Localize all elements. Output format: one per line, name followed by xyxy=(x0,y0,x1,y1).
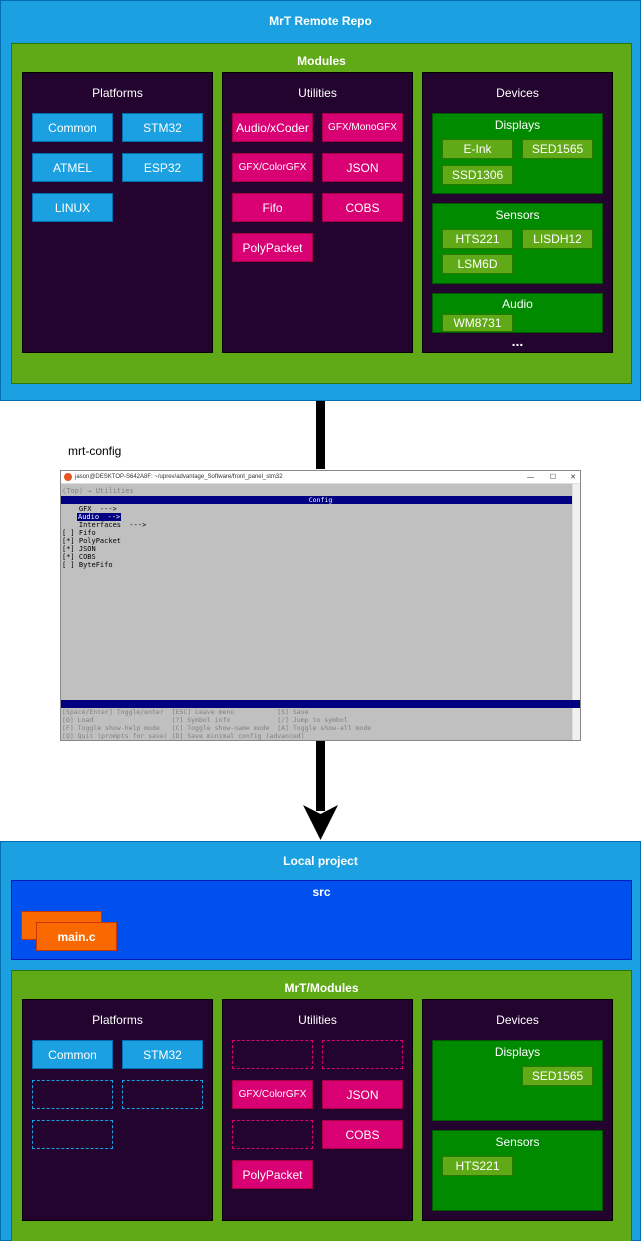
local-utility-polypacket: PolyPacket xyxy=(232,1160,313,1189)
terminal-menu-json[interactable]: [*] JSON xyxy=(62,545,96,553)
remote-platforms-title: Platforms xyxy=(92,86,143,100)
terminal-titlebar: jason@DESKTOP-S642A8F: ~/uprev/advantage… xyxy=(61,471,580,484)
local-device-sed1565: SED1565 xyxy=(522,1066,593,1086)
local-platform-placeholder-2 xyxy=(122,1080,203,1109)
terminal-title: jason@DESKTOP-S642A8F: ~/uprev/advantage… xyxy=(75,474,283,480)
device-hts221: HTS221 xyxy=(442,229,513,249)
local-platforms-title: Platforms xyxy=(92,1013,143,1027)
local-utility-placeholder-1 xyxy=(232,1040,313,1069)
utility-fifo: Fifo xyxy=(232,193,313,222)
device-sed1565: SED1565 xyxy=(522,139,593,159)
terminal-menu-bytefifo[interactable]: [ ] ByteFifo xyxy=(62,561,113,569)
remote-modules-container: Modules Platforms Common STM32 ATMEL ESP… xyxy=(11,43,632,384)
tool-label: mrt-config xyxy=(68,444,122,458)
flow-arrow-shaft-top xyxy=(316,401,325,469)
terminal-menu-polypacket[interactable]: [*] PolyPacket xyxy=(62,537,122,545)
local-utility-json: JSON xyxy=(322,1080,403,1109)
local-displays-title: Displays xyxy=(494,1045,541,1059)
terminal-footer-bar xyxy=(61,700,580,708)
terminal-ubuntu-icon xyxy=(64,473,72,481)
remote-repo-container: MrT Remote Repo Modules Platforms Common… xyxy=(0,0,641,401)
local-utility-placeholder-2 xyxy=(322,1040,403,1069)
utility-json: JSON xyxy=(322,153,403,182)
flow-arrow-shaft-bottom xyxy=(316,741,325,811)
mrt-config-terminal[interactable]: jason@DESKTOP-S642A8F: ~/uprev/advantage… xyxy=(60,470,581,741)
local-project-title: Local project xyxy=(283,854,358,868)
remote-audio-title: Audio xyxy=(502,297,533,311)
remote-sensors-title: Sensors xyxy=(495,208,540,222)
device-ssd1306: SSD1306 xyxy=(442,165,513,185)
remote-sensors-group: Sensors HTS221 LISDH12 LSM6D xyxy=(432,203,603,284)
platform-stm32: STM32 xyxy=(122,113,203,142)
local-modules-title: MrT/Modules xyxy=(284,981,359,995)
remote-displays-group: Displays E-Ink SED1565 SSD1306 xyxy=(432,113,603,194)
terminal-menu-gfx[interactable]: GFX ---> xyxy=(62,505,117,513)
remote-devices-panel: Devices Displays E-Ink SED1565 SSD1306 S… xyxy=(422,72,613,353)
device-e-ink: E-Ink xyxy=(442,139,513,159)
platform-atmel: ATMEL xyxy=(32,153,113,182)
device-wm8731: WM8731 xyxy=(442,314,513,332)
remote-repo-title: MrT Remote Repo xyxy=(269,14,372,28)
utility-gfx-colorgfx: GFX/ColorGFX xyxy=(232,153,313,182)
terminal-help-line-4: [Q] Quit (prompts for save) [D] Save min… xyxy=(62,732,305,740)
terminal-menu-fifo[interactable]: [ ] Fifo xyxy=(62,529,96,537)
local-utility-placeholder-3 xyxy=(232,1120,313,1149)
src-container: src main.c xyxy=(11,880,632,960)
remote-utilities-panel: Utilities Audio/xCoder GFX/MonoGFX GFX/C… xyxy=(222,72,413,353)
utility-gfx-monogfx: GFX/MonoGFX xyxy=(322,113,403,142)
device-lisdh12: LISDH12 xyxy=(522,229,593,249)
local-utilities-title: Utilities xyxy=(298,1013,337,1027)
platform-linux: LINUX xyxy=(32,193,113,222)
local-sensors-title: Sensors xyxy=(495,1135,540,1149)
terminal-close-icon[interactable]: ✕ xyxy=(570,474,576,481)
terminal-help-line-2: [O] Load [?] Symbol info [/] Jump to sym… xyxy=(62,716,348,724)
local-displays-group: Displays SED1565 xyxy=(432,1040,603,1121)
local-utility-gfx-colorgfx: GFX/ColorGFX xyxy=(232,1080,313,1109)
device-lsm6d: LSM6D xyxy=(442,254,513,274)
local-device-hts221: HTS221 xyxy=(442,1156,513,1176)
local-utility-cobs: COBS xyxy=(322,1120,403,1149)
terminal-path: (Top) → Utilities xyxy=(62,487,134,495)
terminal-scrollbar[interactable] xyxy=(572,484,580,740)
terminal-menu-interfaces[interactable]: Interfaces ---> xyxy=(62,521,147,529)
terminal-help-line-1: [Space/Enter] Toggle/enter [ESC] Leave m… xyxy=(62,708,309,716)
utility-audio-xcoder: Audio/xCoder xyxy=(232,113,313,142)
file-main-c[interactable]: main.c xyxy=(36,922,117,951)
remote-audio-group: Audio WM8731 xyxy=(432,293,603,333)
local-platforms-panel: Platforms Common STM32 xyxy=(22,999,213,1221)
terminal-help-line-3: [F] Toggle show-help mode [C] Toggle sho… xyxy=(62,724,372,732)
terminal-minimize-icon[interactable]: — xyxy=(527,473,534,481)
terminal-menu-audio[interactable]: Audio --> xyxy=(77,513,122,521)
local-platform-common: Common xyxy=(32,1040,113,1069)
local-utilities-panel: Utilities GFX/ColorGFX JSON COBS PolyPac… xyxy=(222,999,413,1221)
platform-esp32: ESP32 xyxy=(122,153,203,182)
local-modules-container: MrT/Modules Platforms Common STM32 Utili… xyxy=(11,970,632,1241)
remote-devices-title: Devices xyxy=(496,86,539,100)
local-platform-placeholder-3 xyxy=(32,1120,113,1149)
remote-utilities-title: Utilities xyxy=(298,86,337,100)
terminal-menu-cobs[interactable]: [*] COBS xyxy=(62,553,96,561)
flow-arrow-head-icon xyxy=(303,805,338,840)
local-devices-panel: Devices Displays SED1565 Sensors HTS221 xyxy=(422,999,613,1221)
remote-modules-title: Modules xyxy=(297,54,346,68)
remote-devices-more: ... xyxy=(511,333,524,349)
src-title: src xyxy=(312,885,331,899)
local-platform-stm32: STM32 xyxy=(122,1040,203,1069)
utility-polypacket: PolyPacket xyxy=(232,233,313,262)
local-devices-title: Devices xyxy=(496,1013,539,1027)
terminal-maximize-icon[interactable]: ☐ xyxy=(549,474,556,481)
local-sensors-group: Sensors HTS221 xyxy=(432,1130,603,1211)
remote-displays-title: Displays xyxy=(494,118,541,132)
utility-cobs: COBS xyxy=(322,193,403,222)
platform-common: Common xyxy=(32,113,113,142)
terminal-header-bar: Config xyxy=(61,496,580,504)
remote-platforms-panel: Platforms Common STM32 ATMEL ESP32 LINUX xyxy=(22,72,213,353)
local-project-container: Local project src main.c MrT/Modules Pla… xyxy=(0,841,641,1241)
local-platform-placeholder-1 xyxy=(32,1080,113,1109)
